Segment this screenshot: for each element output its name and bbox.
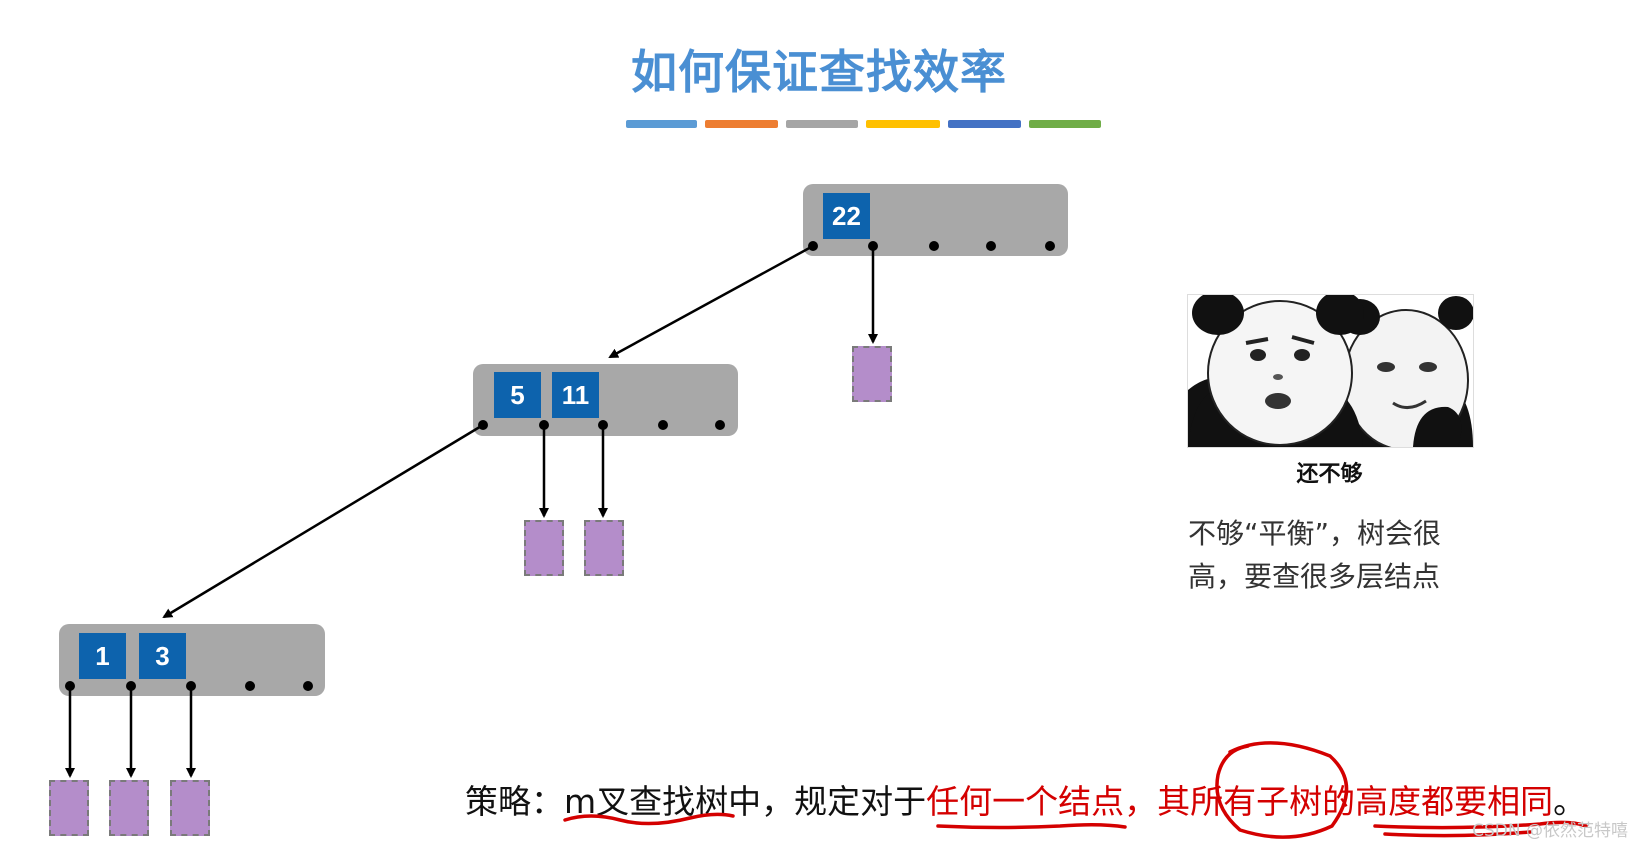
tree-key: 1	[79, 633, 126, 679]
color-bar-3	[786, 120, 858, 128]
leaf-node	[170, 780, 210, 836]
leaf-node	[49, 780, 89, 836]
strategy-rule: 任何一个结点，其所有子树的高度都要相同	[926, 782, 1554, 821]
edge-root-to-level2	[608, 244, 814, 359]
leaf-node	[524, 520, 564, 576]
strategy-subject: m叉查找树中，规定对于	[564, 782, 927, 821]
tree-key: 22	[823, 193, 870, 239]
pointer-dots	[65, 241, 1055, 691]
tree-key: 3	[139, 633, 186, 679]
edge-level2-to-level3	[162, 423, 484, 619]
tree-key: 11	[552, 372, 599, 418]
strategy-prefix: 策略：	[465, 782, 564, 821]
note-line: 不够“平衡”，树会很	[1188, 517, 1442, 550]
page-title: 如何保证查找效率	[631, 45, 1007, 99]
meme-caption: 还不够	[1296, 462, 1363, 487]
note-line: 高，要查很多层结点	[1188, 560, 1441, 593]
color-bar-5	[948, 120, 1021, 128]
color-bar-4	[866, 120, 940, 128]
leaf-node	[109, 780, 149, 836]
watermark: CSDN @依然范特嘻	[1472, 821, 1628, 841]
color-bar-6	[1029, 120, 1101, 128]
leaf-node	[852, 346, 892, 402]
note-text: 不够“平衡”，树会很 高，要查很多层结点	[1188, 512, 1488, 598]
color-bar-1	[626, 120, 697, 128]
strategy-text: 策略：m叉查找树中，规定对于任何一个结点，其所有子树的高度都要相同。	[465, 775, 1586, 823]
strategy-end: 。	[1553, 782, 1587, 821]
color-bar-2	[705, 120, 778, 128]
tree-key: 5	[494, 372, 541, 418]
panda-meme-image	[1187, 294, 1474, 448]
leaf-node	[584, 520, 624, 576]
